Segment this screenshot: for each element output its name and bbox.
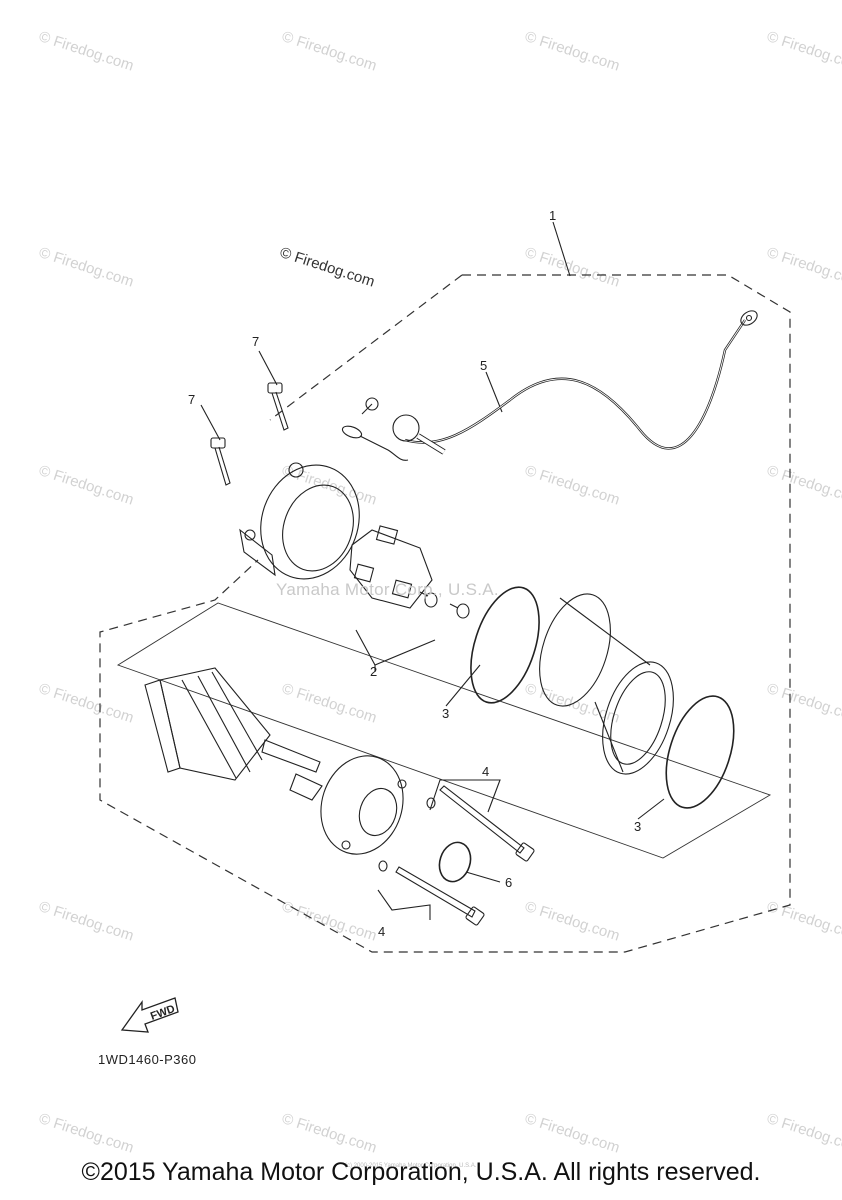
o-ring-small [438,841,472,883]
yoke-housing [539,593,674,775]
callout-6: 6 [505,875,513,890]
callout-5: 5 [480,358,488,373]
o-ring-upper [470,586,540,704]
callout-1: 1 [549,208,557,223]
yamaha-stamp: Yamaha Motor Corp., U.S.A. [276,580,499,599]
callout-2: 2 [370,664,378,679]
armature-group-boundary [116,602,772,859]
callout-4: 4 [378,924,386,939]
brush-screws [419,591,470,619]
callout-7: 7 [188,392,196,407]
leader-lines [200,221,665,920]
callout-4: 4 [482,764,490,779]
screw-bolts [210,382,289,486]
rear-cover [239,462,360,580]
callout-3: 3 [634,819,642,834]
callout-3: 3 [442,706,450,721]
tiny-copyright: (c) 2000-2015 Yamaha Motor Corporation, … [345,1163,477,1169]
fwd-arrow: FWD [120,997,179,1033]
diagram-code: 1WD1460-P360 [98,1052,197,1067]
through-bolts [378,785,535,926]
front-bracket [320,755,407,855]
armature [144,667,323,801]
assembly-boundary [99,274,791,953]
o-ring-lower [665,695,735,809]
terminal-lead [341,397,409,461]
brush-holder [349,525,433,609]
starter-cable [392,310,758,455]
callout-7: 7 [252,334,260,349]
copyright-footer: ©2015 Yamaha Motor Corporation, U.S.A. A… [81,1158,761,1186]
assembly-boundary-link [269,274,463,421]
